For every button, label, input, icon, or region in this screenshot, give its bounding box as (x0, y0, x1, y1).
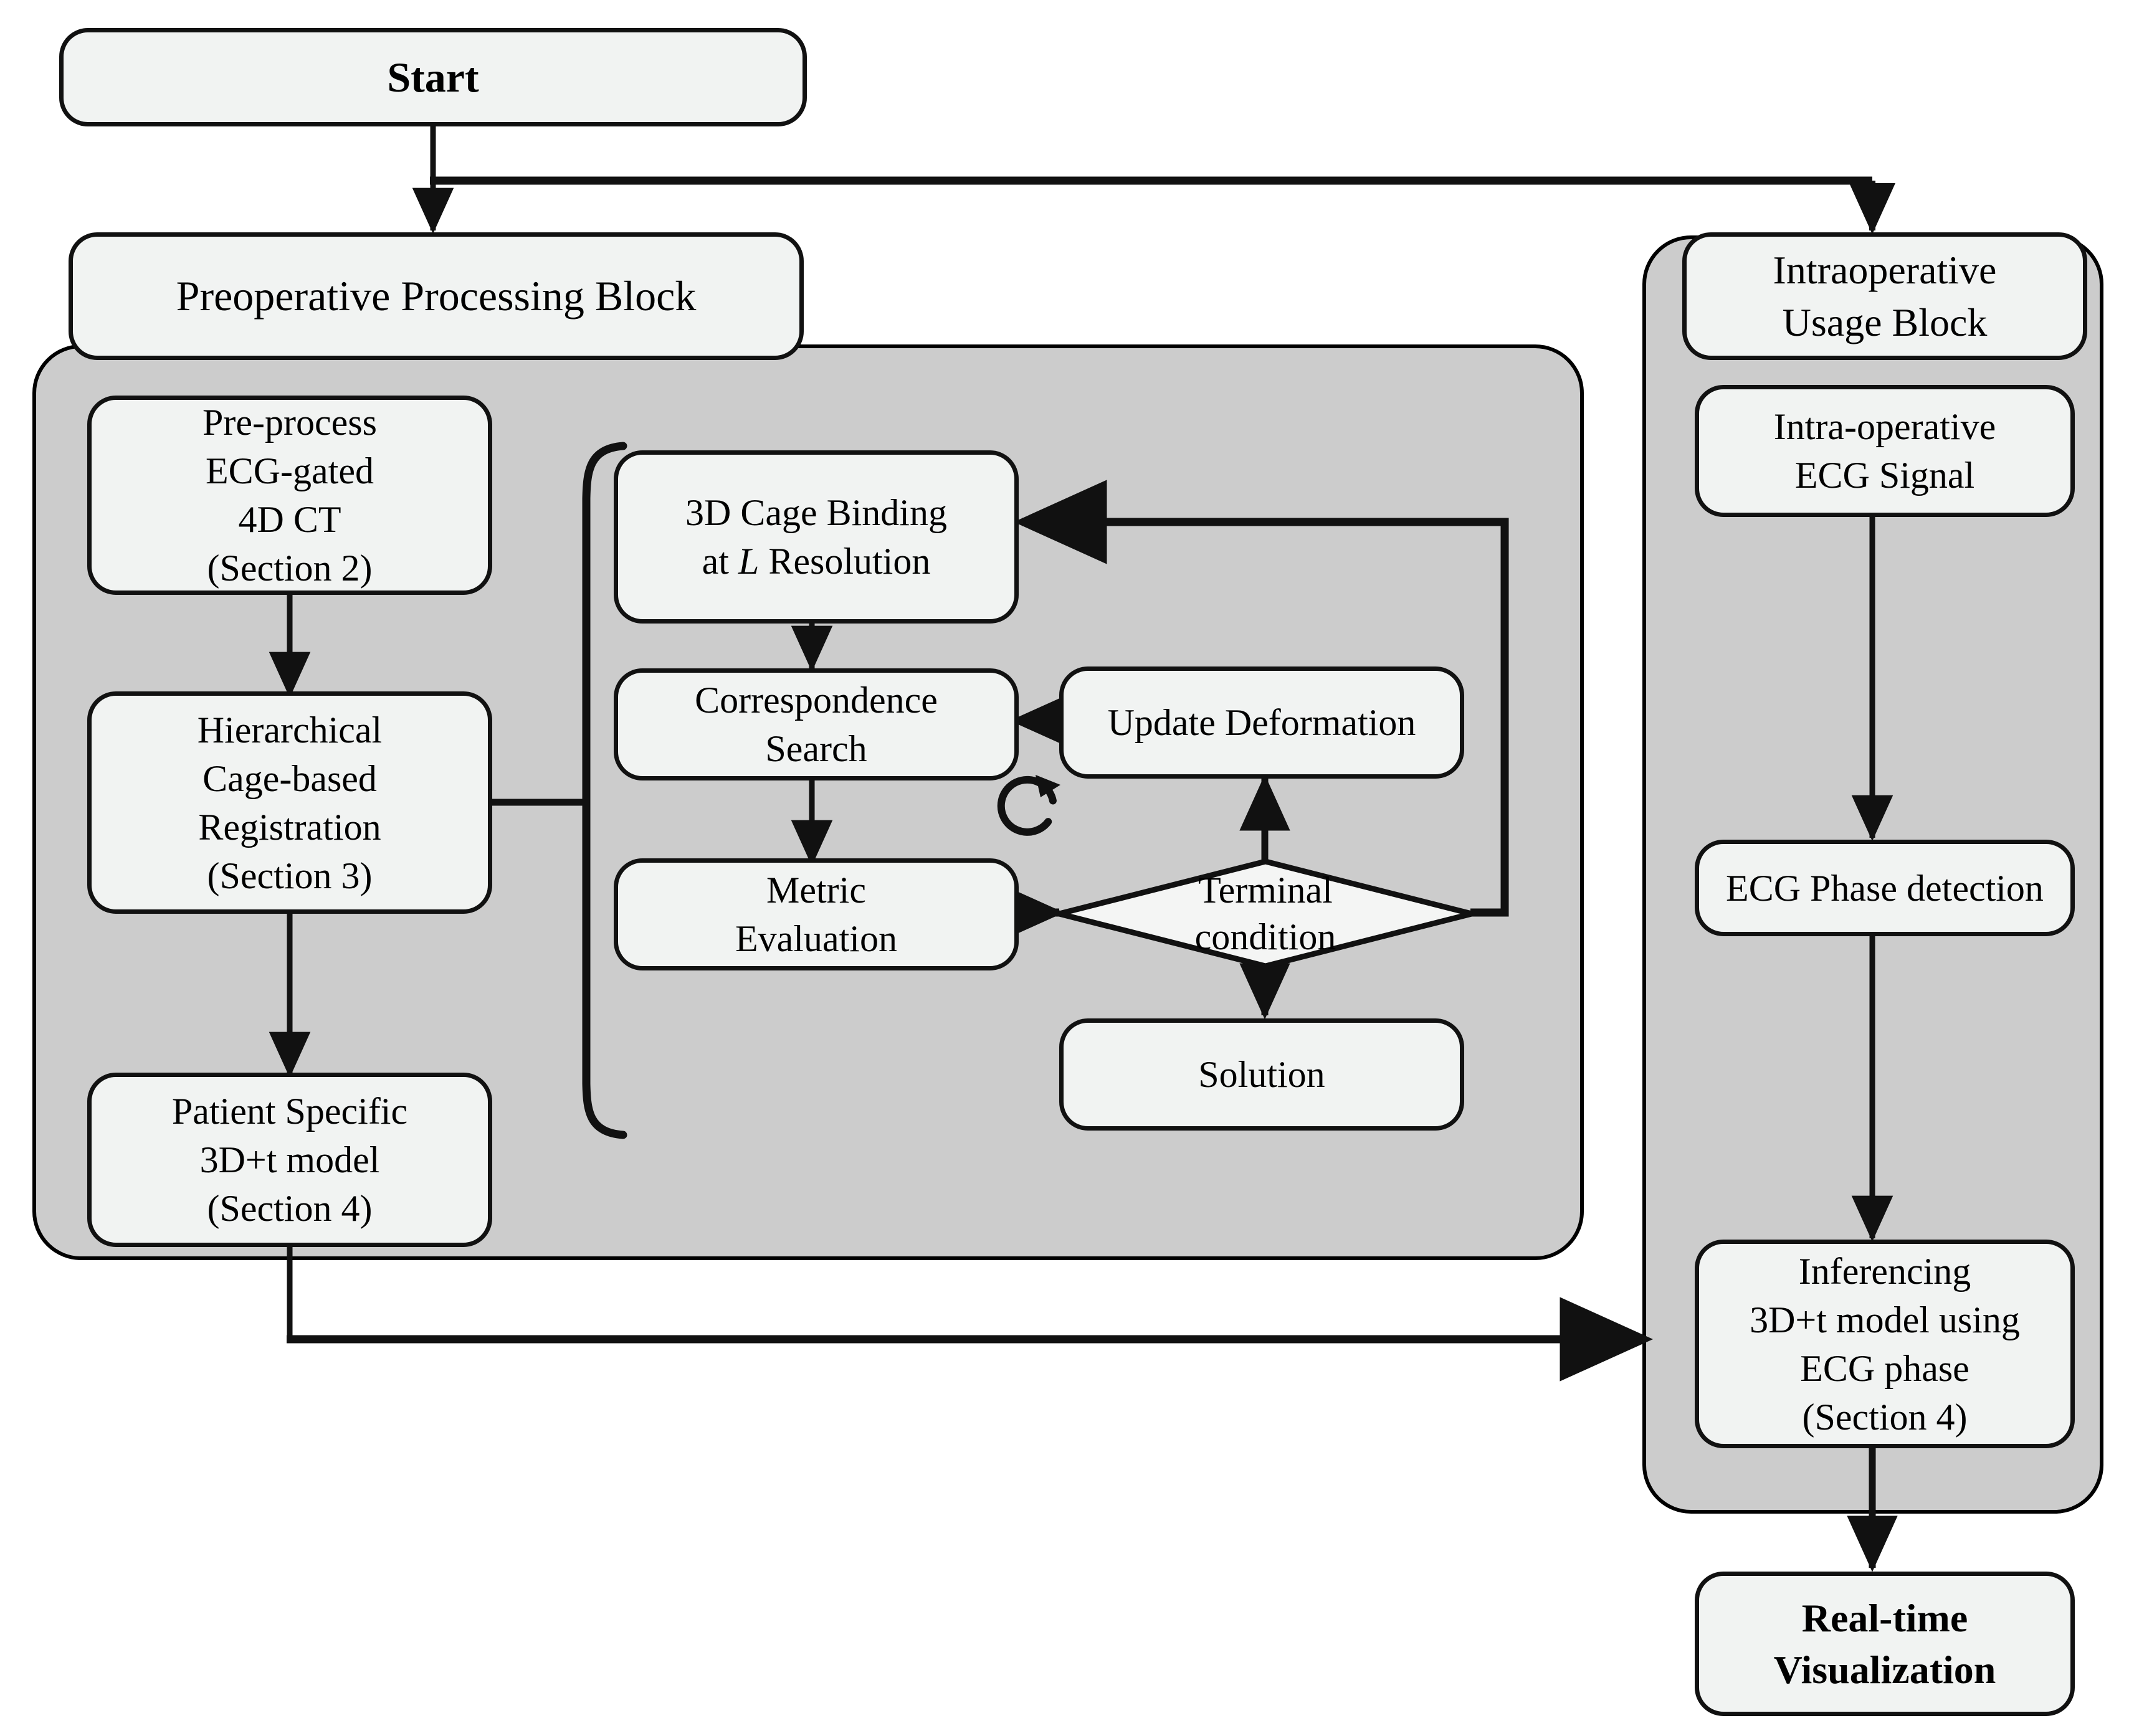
node-cage-binding-line2: at L Resolution (624, 537, 1008, 586)
node-solution-label: Solution (1198, 1054, 1325, 1095)
node-inferencing-3dt-model[interactable]: Inferencing 3D+t model using ECG phase (… (1695, 1240, 2075, 1448)
node-patient-model-line3: (Section 4) (207, 1188, 373, 1229)
node-inferencing-line4: (Section 4) (1802, 1396, 1968, 1438)
node-correspondence-line2: Search (765, 728, 867, 769)
loop-arrow-icon (988, 770, 1069, 851)
node-cage-binding-line2-post: Resolution (759, 541, 931, 582)
node-inferencing-line1: Inferencing (1798, 1250, 1971, 1292)
node-correspondence-line1: Correspondence (695, 680, 938, 721)
node-cage-binding-line2-pre: at (702, 541, 738, 582)
node-ecg-signal-line1: Intra-operative (1773, 406, 1996, 447)
node-ecg-phase-detection[interactable]: ECG Phase detection (1695, 840, 2075, 936)
node-update-deformation-label: Update Deformation (1107, 702, 1416, 743)
node-cage-binding-line1: 3D Cage Binding (685, 492, 947, 533)
node-start[interactable]: Start (59, 28, 807, 126)
node-patient-specific-3dt-model[interactable]: Patient Specific 3D+t model (Section 4) (87, 1073, 492, 1247)
node-terminal-condition[interactable]: Terminal condition (1056, 858, 1475, 969)
node-metric-line1: Metric (766, 870, 866, 911)
node-intraop-header-line2: Usage Block (1782, 300, 1988, 344)
node-update-deformation[interactable]: Update Deformation (1059, 666, 1464, 779)
node-registration-line2: Cage-based (202, 757, 377, 799)
node-inferencing-line3: ECG phase (1800, 1347, 1969, 1389)
node-preprocess-line4: (Section 2) (207, 548, 373, 589)
node-patient-model-line1: Patient Specific (171, 1091, 408, 1132)
node-registration-line3: Registration (198, 806, 381, 848)
node-preop-header-label: Preoperative Processing Block (176, 272, 697, 320)
node-correspondence-search[interactable]: Correspondence Search (614, 668, 1019, 780)
node-intraop-header-line1: Intraoperative (1773, 248, 1997, 293)
node-intraoperative-ecg-signal[interactable]: Intra-operative ECG Signal (1695, 385, 2075, 517)
node-inferencing-line2: 3D+t model using (1750, 1299, 2020, 1340)
node-hierarchical-cage-based-registration[interactable]: Hierarchical Cage-based Registration (Se… (87, 691, 492, 914)
node-ecg-phase-detection-label: ECG Phase detection (1726, 867, 2044, 909)
node-metric-line2: Evaluation (735, 918, 897, 959)
node-realtime-line1: Real-time (1801, 1595, 1968, 1640)
node-registration-line1: Hierarchical (197, 709, 383, 751)
node-patient-model-line2: 3D+t model (199, 1139, 380, 1180)
node-realtime-line2: Visualization (1773, 1648, 1996, 1692)
node-ecg-signal-line2: ECG Signal (1794, 455, 1975, 496)
node-3d-cage-binding[interactable]: 3D Cage Binding at L Resolution (614, 450, 1019, 624)
node-preprocess-line2: ECG-gated (206, 450, 374, 491)
diamond-shape (1058, 858, 1473, 969)
node-start-label: Start (387, 53, 479, 101)
node-intraoperative-usage-block[interactable]: Intraoperative Usage Block (1682, 232, 2087, 360)
node-metric-evaluation[interactable]: Metric Evaluation (614, 858, 1019, 970)
node-cage-binding-resolution-var: L (738, 541, 760, 582)
node-real-time-visualization[interactable]: Real-time Visualization (1695, 1572, 2075, 1716)
node-solution[interactable]: Solution (1059, 1018, 1464, 1131)
node-preprocess-line1: Pre-process (202, 402, 377, 443)
node-preprocess-line3: 4D CT (238, 499, 341, 540)
node-preprocess-ecg-gated-4dct[interactable]: Pre-process ECG-gated 4D CT (Section 2) (87, 396, 492, 595)
node-preoperative-processing-block[interactable]: Preoperative Processing Block (69, 232, 804, 360)
node-registration-line4: (Section 3) (207, 855, 373, 896)
